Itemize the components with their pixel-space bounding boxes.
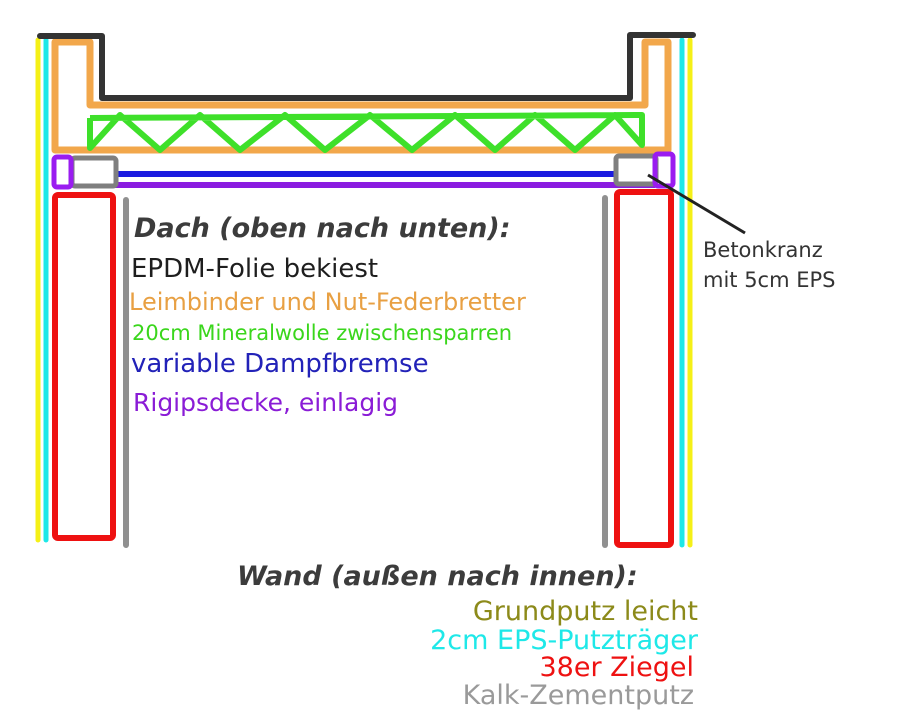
wall-heading: Wand (außen nach innen): (237, 561, 638, 592)
timber-layer (51, 38, 672, 154)
roof-layer-insulation-label: 20cm Mineralwolle zwischensparren (132, 321, 513, 345)
roof-layer-epdm-label: EPDM-Folie bekiest (131, 254, 379, 284)
left-brick-wall (52, 192, 116, 541)
right-brick-wall (614, 189, 674, 548)
mineral-wool-layer (87, 112, 645, 153)
roof-layer-vapor-barrier-label: variable Dampfbremse (131, 349, 429, 379)
callout-line-1: Betonkranz (703, 238, 823, 262)
right-concrete-ring-beam (613, 153, 659, 187)
callout-line-2: mit 5cm EPS (703, 268, 836, 292)
epdm-membrane (37, 32, 696, 101)
left-eps-insulation (51, 154, 74, 190)
wall-layer-interior-plaster-label: Kalk-Zementputz (462, 680, 694, 711)
roof-layer-timber-label: Leimbinder und Nut-Federbretter (129, 288, 526, 316)
wall-layer-grundputz-label: Grundputz leicht (472, 596, 698, 627)
roof-heading: Dach (oben nach unten): (134, 213, 511, 244)
callout-leader-line (647, 173, 746, 235)
roof-layer-drywall-label: Rigipsdecke, einlagig (133, 388, 399, 417)
wall-layer-brick-label: 38er Ziegel (539, 652, 694, 683)
wall-layer-eps-carrier-label: 2cm EPS-Putzträger (430, 625, 698, 656)
left-concrete-ring-beam (69, 155, 119, 189)
